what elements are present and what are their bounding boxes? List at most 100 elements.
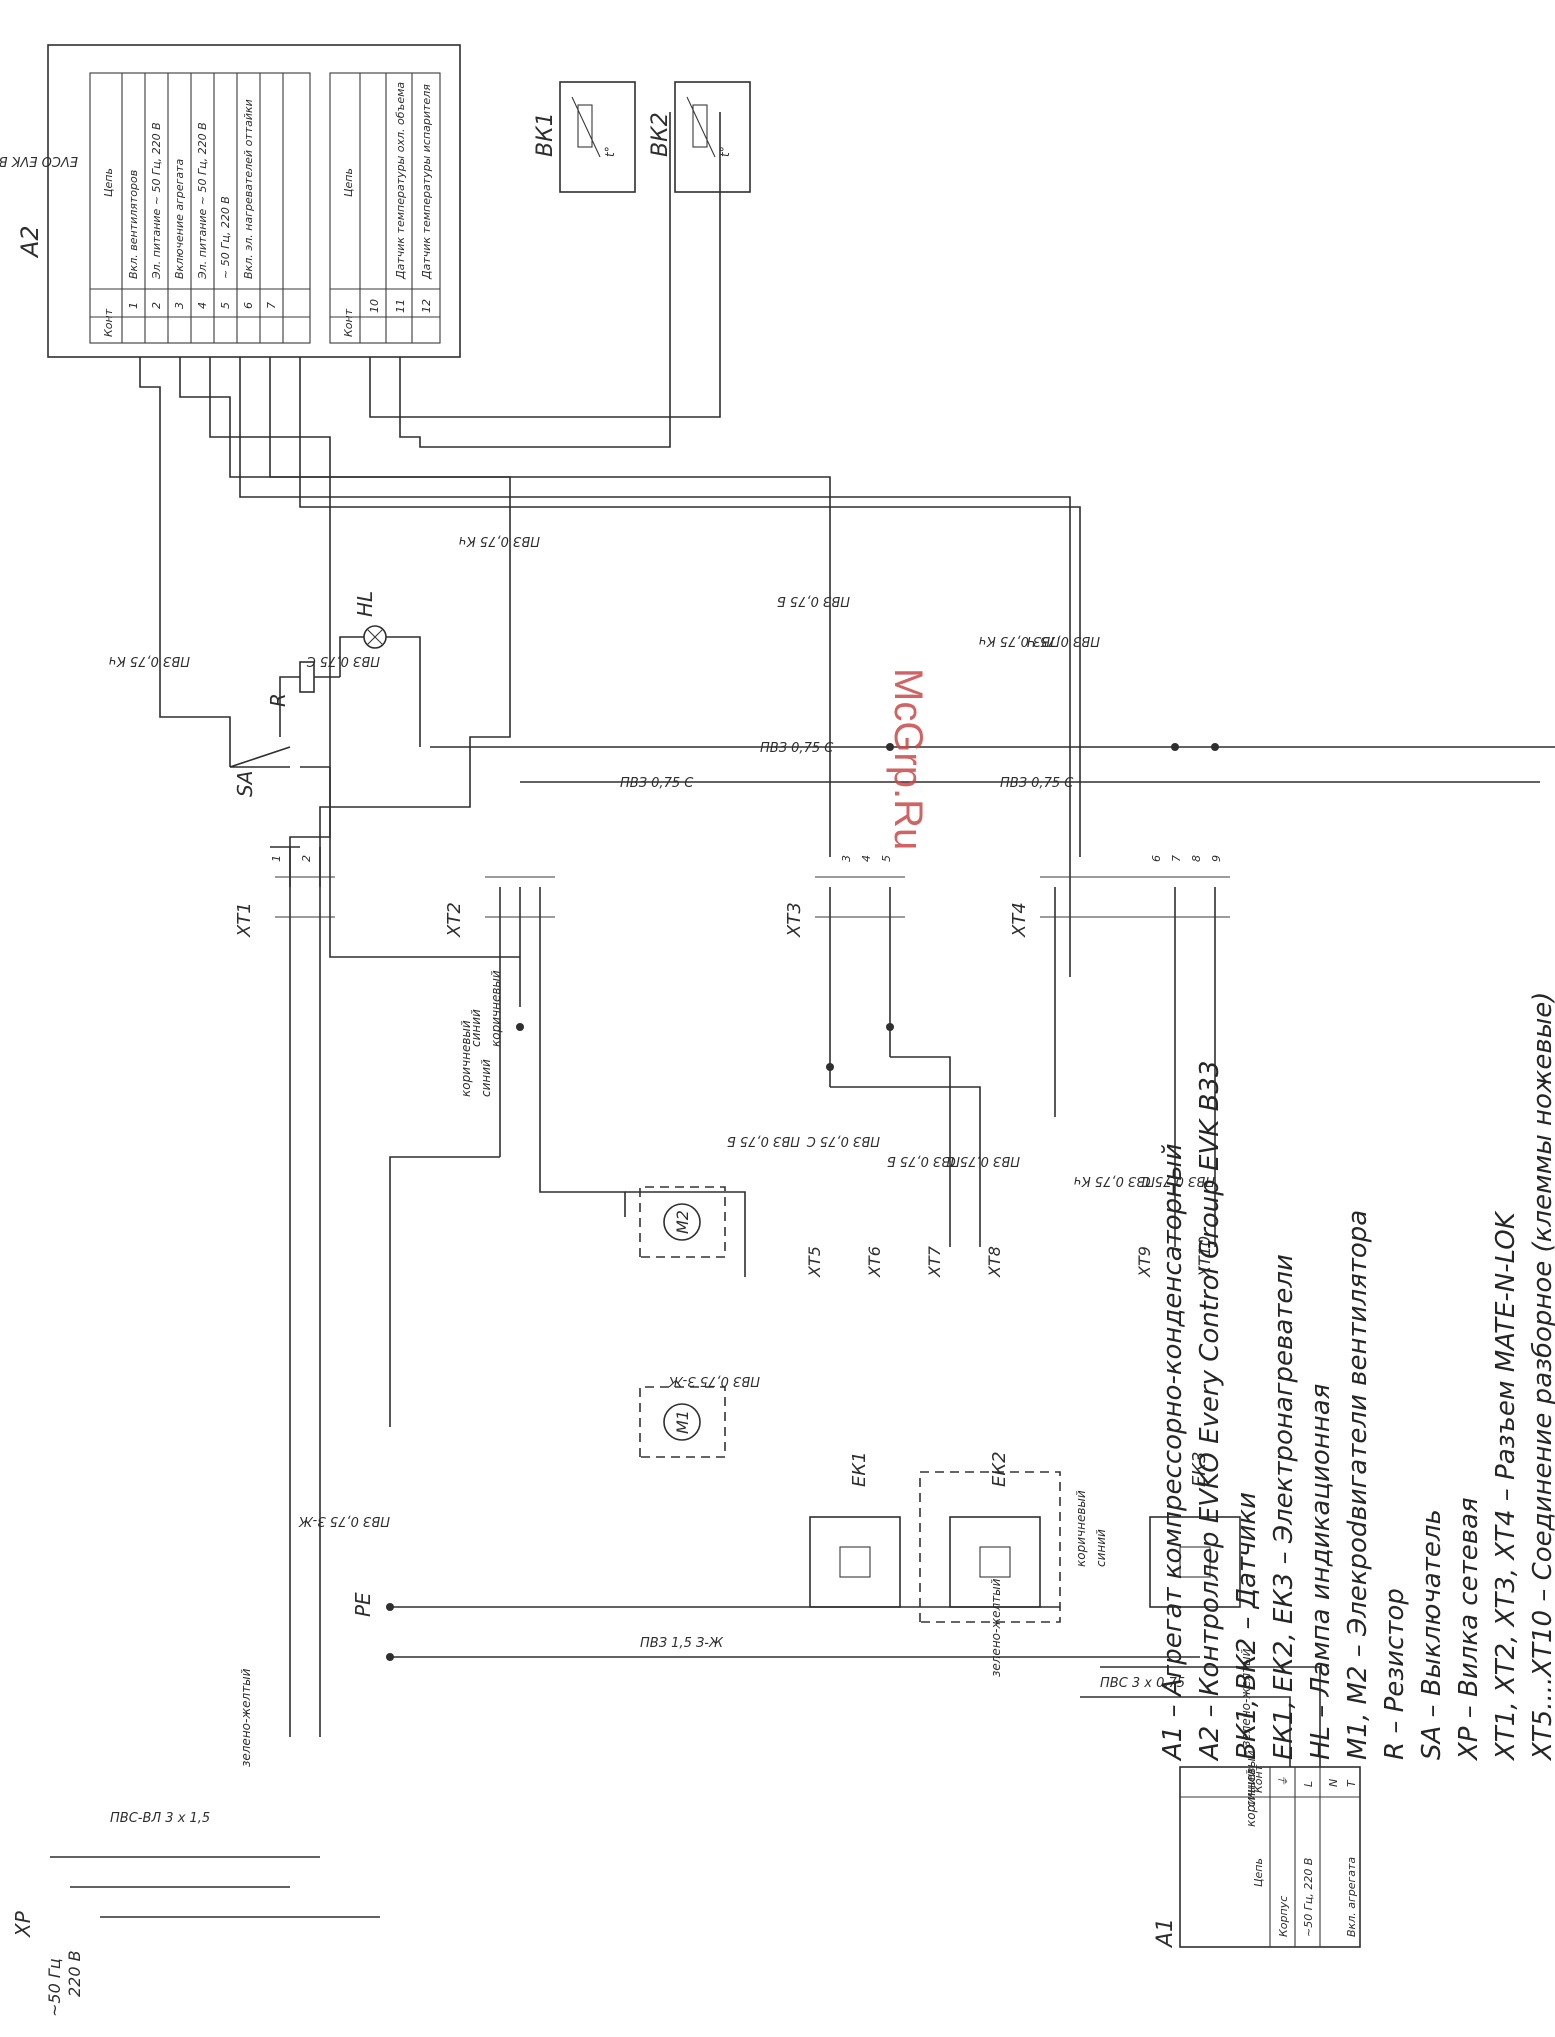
junction-nodes bbox=[386, 743, 1219, 1661]
a2-t1-n7: 7 bbox=[265, 302, 278, 309]
wire-label-c3: ПВЗ 0,75 С bbox=[620, 776, 694, 791]
labels: ПВЗ 0,75 Кч ПВЗ 0,75 С ПВЗ 0,75 Кч ПВЗ 0… bbox=[11, 533, 1258, 2017]
a2-t1-n5: 5 bbox=[219, 302, 232, 309]
label-mains-v: 220 В bbox=[65, 1950, 84, 1997]
legend-item-r: R – Резистор bbox=[1380, 1588, 1410, 1760]
pin-5: 5 bbox=[880, 855, 893, 862]
legend-item-sa: SA – Выключатель bbox=[1417, 1509, 1447, 1760]
ek3-label: ЕК3 bbox=[1189, 1451, 1210, 1487]
wire-label-pe: ПВЗ 1,5 З-Ж bbox=[640, 1636, 724, 1651]
ek1-label: ЕК1 bbox=[849, 1451, 870, 1487]
m1-label: M1 bbox=[673, 1410, 692, 1434]
wire-label-kch2: ПВЗ 0,75 Кч bbox=[459, 533, 540, 548]
wire-label-kch4: ПВЗ 0,75 Кч bbox=[1074, 1173, 1155, 1188]
a1-row3-contact: N bbox=[1327, 1779, 1340, 1787]
label-r: R bbox=[266, 693, 290, 707]
label-greenyellow2: зелено-желтый bbox=[989, 1578, 1003, 1677]
heater-ek3: ЕК3 bbox=[1149, 1451, 1241, 1608]
motor-m2: M2 bbox=[639, 1186, 726, 1258]
heater-ek1: ЕК1 bbox=[809, 1451, 901, 1608]
label-brown4: коричневый bbox=[1244, 1750, 1258, 1827]
pin-8: 8 bbox=[1190, 855, 1203, 862]
label-brown2: коричневый bbox=[459, 1020, 473, 1097]
label-greenyellow: зелено-желтый bbox=[239, 1668, 253, 1767]
a2-t1-l1: Вкл. вентиляторов bbox=[127, 170, 140, 279]
legend-item-ek: ЕК1, ЕК2, ЕК3 – Электронагреватели bbox=[1269, 1254, 1299, 1760]
unit-a1: A1 Цепь Конт Корпус ⏚ ~50 Гц, 220 В L N … bbox=[1153, 1764, 1361, 1949]
bk2-label: ВК2 bbox=[648, 112, 673, 157]
bk1-t-symbol: t° bbox=[603, 146, 617, 157]
a2-title: A2 bbox=[16, 225, 44, 259]
legend-item-hl: HL – Лампа индикационная bbox=[1306, 1383, 1336, 1760]
bk1-label: ВК1 bbox=[533, 112, 558, 157]
pin-7: 7 bbox=[1170, 855, 1183, 862]
pin-1: 1 bbox=[270, 855, 283, 862]
label-greenyellow3: зелено-желтый bbox=[1239, 1648, 1253, 1747]
legend-item-xt: ХТ1, ХТ2, ХТ3, ХТ4 – Разъем MATE-N-LOK bbox=[1491, 1212, 1521, 1760]
label-pe: PE bbox=[351, 1592, 375, 1617]
sensor-bk2: t° ВК2 bbox=[648, 81, 751, 193]
label-xt1: XT1 bbox=[234, 902, 255, 938]
a2-t2-n11: 11 bbox=[394, 299, 407, 313]
legend: А1 – Агрегат компрессорно-конденсаторный… bbox=[1155, 100, 1555, 1760]
wire-label-c2: ПВЗ 0,75 С bbox=[760, 741, 834, 756]
a2-t1-n3: 3 bbox=[173, 302, 186, 309]
label-brown3: коричневый bbox=[1074, 1490, 1088, 1567]
label-xt10: XT10 bbox=[1195, 1236, 1214, 1278]
pin-6: 6 bbox=[1150, 855, 1163, 862]
a2-t2-n10: 10 bbox=[368, 299, 381, 313]
label-xt9: XT9 bbox=[1135, 1246, 1154, 1278]
a2-model: EVCO EVK B33 bbox=[0, 153, 78, 168]
label-xp: XP bbox=[11, 1910, 35, 1938]
legend-item-xp: ХР – Вилка сетевая bbox=[1454, 1497, 1484, 1760]
wire-label-c6: ПВЗ 0,75 С bbox=[946, 1153, 1020, 1168]
a2-t2-circuit-header: Цепь bbox=[342, 168, 355, 197]
site-watermark: McGrp.Ru bbox=[886, 668, 930, 851]
wire-label-b2: ПВЗ 0,75 Б bbox=[727, 1133, 800, 1148]
controller-a2: A2 EVCO EVK B33 Конт Цепь 1 Вкл. венти bbox=[0, 44, 461, 358]
wire-label-zzh2: ПВЗ 0,75 З-Ж bbox=[298, 1513, 390, 1528]
ek2-label: ЕК2 bbox=[989, 1451, 1010, 1487]
a2-t1-l2: Эл. питание ~ 50 Гц, 220 В bbox=[150, 122, 163, 280]
pin-2: 2 bbox=[300, 855, 313, 862]
a1-row1-label: Корпус bbox=[1277, 1896, 1290, 1937]
a1-row4-label: Вкл. агрегата bbox=[1345, 1857, 1358, 1937]
heater-ek2: ЕК2 bbox=[919, 1451, 1061, 1623]
connector-ticks bbox=[275, 876, 1230, 918]
wire-label-ch: ПВЗ 0,75 Ч bbox=[1027, 633, 1100, 648]
pin-4: 4 bbox=[860, 855, 873, 862]
a1-title: A1 bbox=[1153, 1918, 1178, 1949]
label-blue: синий bbox=[469, 1009, 483, 1047]
legend-item-a2: А2 – Контроллер EVKO Every Control Group… bbox=[1195, 1060, 1225, 1761]
label-hl: HL bbox=[353, 591, 377, 617]
a2-t2-l11: Датчик температуры охл. объема bbox=[394, 82, 407, 280]
wire-label-b1: ПВЗ 0,75 Б bbox=[777, 593, 850, 608]
a2-t1-circuit-header: Цепь bbox=[102, 168, 115, 197]
sensor-bk1: t° ВК1 bbox=[533, 81, 636, 193]
a2-t1-n1: 1 bbox=[127, 302, 140, 309]
wire-label-kch3: ПВЗ 0,75 Кч bbox=[979, 633, 1060, 648]
wire-label-c5: ПВЗ 0,75 С bbox=[806, 1133, 880, 1148]
label-xt5: XT5 bbox=[805, 1246, 824, 1278]
a2-t1-n6: 6 bbox=[242, 302, 255, 309]
label-brown: коричневый bbox=[489, 970, 503, 1047]
a2-t1-n2: 2 bbox=[150, 302, 163, 309]
wiring bbox=[50, 112, 1555, 1918]
label-xt2: XT2 bbox=[444, 902, 465, 938]
wire-label-pvs-vl: ПВС-ВЛ 3 х 1,5 bbox=[110, 1811, 210, 1826]
a2-t2-contact-header: Конт bbox=[342, 308, 355, 337]
pin-3: 3 bbox=[840, 855, 853, 862]
m2-label: M2 bbox=[673, 1210, 692, 1234]
a2-t1-l6: Вкл. эл. нагревателей оттайки bbox=[242, 99, 255, 279]
a2-table1-rows: 1 Вкл. вентиляторов 2 Эл. питание ~ 50 Г… bbox=[127, 99, 278, 309]
legend-item-a1: А1 – Агрегат компрессорно-конденсаторный bbox=[1158, 1143, 1188, 1760]
a2-t1-contact-header: Конт bbox=[102, 308, 115, 337]
wire-label-b3: ПВЗ 0,75 Б bbox=[887, 1153, 960, 1168]
legend-item-m: М1, М2 – Элекрodвигатели вентилятора bbox=[1343, 1209, 1373, 1760]
wire-label-kch1: ПВЗ 0,75 Кч bbox=[109, 653, 190, 668]
wire-label-pvs: ПВС 3 х 0,75 bbox=[1100, 1676, 1185, 1691]
label-blue2: синий bbox=[479, 1059, 493, 1097]
a1-row2-contact: L bbox=[1302, 1781, 1315, 1787]
legend-item-bk: ВК1, ВК2 – Датчики bbox=[1232, 1492, 1262, 1760]
